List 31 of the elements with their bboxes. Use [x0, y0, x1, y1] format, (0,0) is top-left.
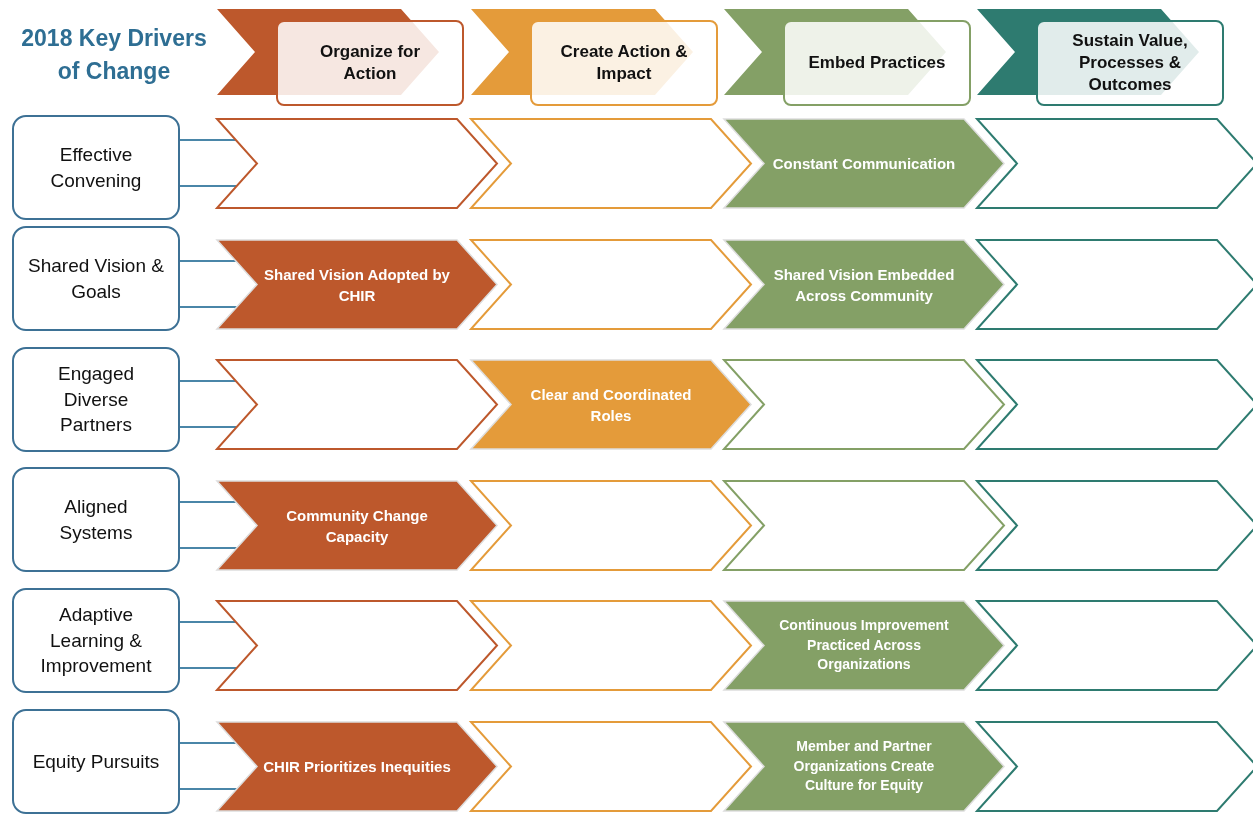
connector-line: [179, 260, 237, 262]
stage-box: Embed Practices: [783, 20, 971, 106]
connector-line: [179, 306, 238, 308]
connector-line: [179, 742, 237, 744]
stage-box: Sustain Value, Processes & Outcomes: [1036, 20, 1224, 106]
stage-step-label: Constant Communication: [772, 154, 956, 174]
driver-box: Adaptive Learning & Improvement: [12, 588, 180, 693]
connector-line: [179, 139, 237, 141]
connector-line: [179, 788, 238, 790]
connector-line: [179, 185, 238, 187]
stage-step-label: Shared Vision Embedded Across Community: [772, 264, 956, 306]
connector-line: [179, 426, 238, 428]
driver-box: Aligned Systems: [12, 467, 180, 572]
driver-box: Shared Vision & Goals: [12, 226, 180, 331]
connector-line: [179, 380, 237, 382]
stage-step-label: Shared Vision Adopted by CHIR: [263, 264, 451, 306]
connector-line: [179, 501, 237, 503]
stage-step-label: Clear and Coordinated Roles: [529, 384, 693, 426]
stage-step-label: Continuous Improvement Practiced Across Organizations: [778, 616, 950, 675]
stage-box: Create Action & Impact: [530, 20, 718, 106]
connector-line: [179, 547, 238, 549]
stage-step-label: Member and Partner Organizations Create Culture for Equity: [792, 737, 936, 796]
driver-box: Engaged Diverse Partners: [12, 347, 180, 452]
driver-box: Effective Convening: [12, 115, 180, 220]
stage-step-label: CHIR Prioritizes Inequities: [263, 757, 451, 777]
driver-box: Equity Pursuits: [12, 709, 180, 814]
stage-box: Organize for Action: [276, 20, 464, 106]
title-text: 2018 Key Drivers of Change: [20, 24, 208, 87]
stage-step-label: Community Change Capacity: [285, 505, 429, 547]
connector-line: [179, 667, 238, 669]
connector-line: [179, 621, 237, 623]
